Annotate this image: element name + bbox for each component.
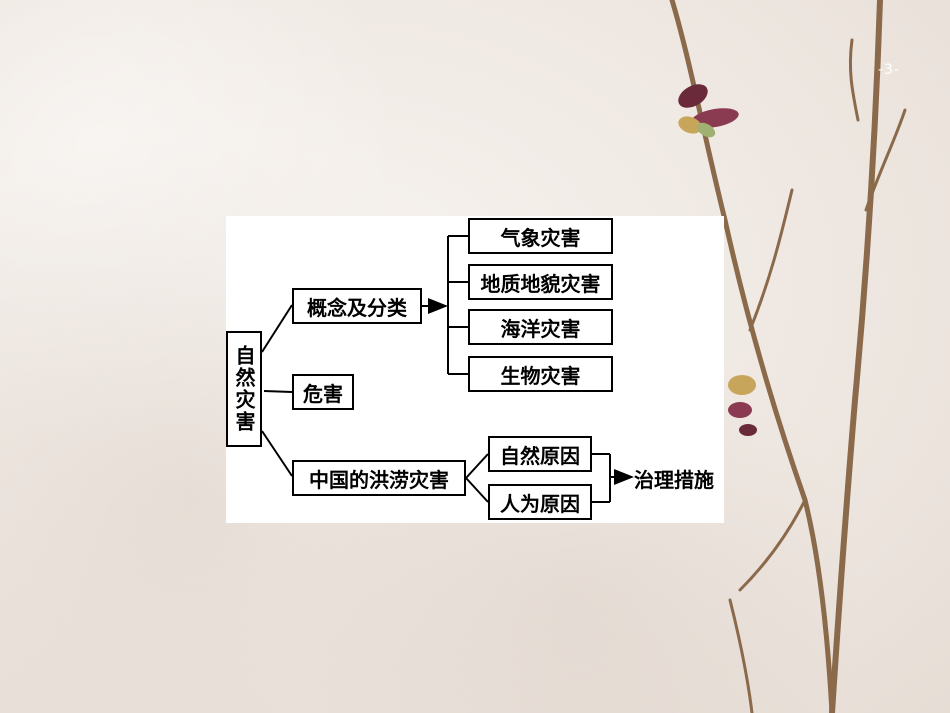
connector-lines [261, 235, 634, 503]
concept-node: 概念及分类 [292, 288, 422, 324]
measures-label: 治理措施 [634, 468, 714, 492]
concept-map-panel: 自然灾害 概念及分类 危害 中国的洪涝灾害 气象灾害 地质地貌灾害 海洋灾害 生… [226, 216, 724, 523]
harm-node: 危害 [292, 374, 354, 410]
flower-top [678, 84, 739, 138]
cause-human: 人为原因 [488, 484, 592, 520]
category-meteorological: 气象灾害 [468, 218, 613, 254]
category-geological: 地质地貌灾害 [468, 264, 613, 300]
page-number: -3- [878, 62, 901, 78]
flood-node: 中国的洪涝灾害 [292, 460, 466, 496]
cause-natural: 自然原因 [488, 436, 592, 472]
category-marine: 海洋灾害 [468, 309, 613, 345]
flower-middle [728, 375, 757, 436]
category-biological: 生物灾害 [468, 356, 613, 392]
root-node: 自然灾害 [226, 331, 262, 447]
